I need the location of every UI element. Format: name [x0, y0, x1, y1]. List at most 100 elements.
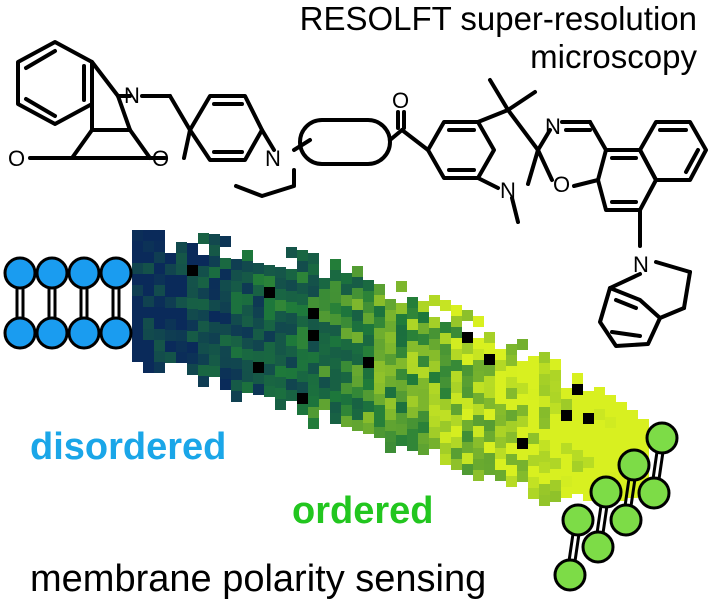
heatmap-pixel	[198, 365, 209, 376]
heatmap-pixel	[561, 487, 572, 498]
lipid-head	[553, 558, 587, 592]
heatmap-pixel	[143, 362, 154, 373]
heatmap-pixel	[363, 346, 374, 357]
heatmap-pixel	[429, 383, 440, 394]
heatmap-pixel	[385, 431, 396, 442]
heatmap-pixel	[132, 351, 143, 362]
heatmap-pixel	[165, 264, 176, 275]
lipid-head	[99, 316, 133, 350]
heatmap-pixel	[440, 355, 451, 366]
heatmap-pixel	[440, 388, 451, 399]
heatmap-pixel	[517, 394, 528, 405]
heatmap-pixel	[231, 259, 242, 270]
heatmap-pixel	[440, 377, 451, 388]
heatmap-pixel	[220, 335, 231, 346]
heatmap-pixel	[275, 344, 286, 355]
heatmap-pixel	[572, 406, 583, 417]
heatmap-pixel	[418, 433, 429, 444]
heatmap-pixel	[407, 440, 418, 451]
heatmap-pixel	[473, 415, 484, 426]
heatmap-pixel	[616, 424, 627, 435]
heatmap-pixel	[253, 318, 264, 329]
heatmap-pixel	[407, 330, 418, 341]
heatmap-pixel	[451, 327, 462, 338]
heatmap-pixel	[572, 373, 583, 384]
heatmap-pixel	[572, 472, 583, 483]
heatmap-pixel	[539, 462, 550, 473]
heatmap-pixel	[594, 409, 605, 420]
lipid-head	[617, 448, 651, 482]
chemical-structure	[16, 40, 708, 348]
heatmap-pixel	[363, 423, 374, 434]
heatmap-pixel	[484, 442, 495, 453]
heatmap-pixel	[165, 253, 176, 264]
heatmap-pixel	[616, 435, 627, 446]
heatmap-pixel	[528, 488, 539, 499]
heatmap-pixel	[319, 289, 330, 300]
heatmap-pixel	[407, 363, 418, 374]
heatmap-pixel	[583, 435, 594, 446]
heatmap-pixel	[605, 439, 616, 450]
heatmap-pixel	[539, 429, 550, 440]
heatmap-pixel	[330, 325, 341, 336]
heatmap-pixel	[330, 358, 341, 369]
heatmap-pixel	[539, 451, 550, 462]
heatmap-pixel	[583, 391, 594, 402]
lipid-head	[645, 421, 679, 455]
heatmap-pixel	[242, 261, 253, 272]
heatmap-pixel	[143, 318, 154, 329]
heatmap-pixel	[253, 329, 264, 340]
heatmap-pixel	[627, 410, 638, 421]
heatmap-pixel	[451, 459, 462, 470]
heatmap-pixel	[242, 349, 253, 360]
heatmap-pixel	[143, 241, 154, 252]
lipid-head	[589, 475, 623, 509]
heatmap-pixel	[561, 465, 572, 476]
heatmap-pixel	[308, 396, 319, 407]
atom-labels: N O O N O N N O N	[8, 83, 649, 277]
heatmap-pixel	[154, 285, 165, 296]
heatmap-pixel	[209, 267, 220, 278]
heatmap-pixel	[495, 371, 506, 382]
heatmap-pixel	[440, 344, 451, 355]
lipid-head	[67, 316, 101, 350]
heatmap-pixel	[308, 341, 319, 352]
heatmap-pixel	[220, 324, 231, 335]
heatmap-pixel	[418, 411, 429, 422]
heatmap-pixel	[473, 393, 484, 404]
heatmap-pixel	[308, 275, 319, 286]
heatmap-pixel	[275, 267, 286, 278]
heatmap-pixel	[132, 318, 143, 329]
heatmap-pixel	[264, 320, 275, 331]
heatmap-pixel	[451, 360, 462, 371]
heatmap-pixel	[209, 300, 220, 311]
heatmap-pixel	[462, 387, 473, 398]
heatmap-pixel	[220, 313, 231, 324]
heatmap-pixel	[473, 360, 484, 371]
heatmap-pixel	[462, 398, 473, 409]
heatmap-pixel	[231, 303, 242, 314]
heatmap-pixel	[264, 342, 275, 353]
heatmap-pixel	[407, 297, 418, 308]
lipid-pair	[99, 256, 133, 350]
heatmap-pixel	[385, 354, 396, 365]
heatmap-pixel	[418, 334, 429, 345]
heatmap-pixel	[143, 230, 154, 241]
heatmap-pixel	[440, 322, 451, 333]
heatmap-pixel	[385, 376, 396, 387]
heatmap-pixel	[374, 306, 385, 317]
heatmap-pixel	[407, 341, 418, 352]
heatmap-pixel	[132, 263, 143, 274]
heatmap-pixel	[374, 284, 385, 295]
heatmap-pixel	[198, 332, 209, 343]
heatmap-pixel	[187, 320, 198, 331]
heatmap-pixel	[374, 317, 385, 328]
heatmap-pixel	[396, 402, 407, 413]
heatmap-pixel	[231, 281, 242, 292]
disordered-label: disordered	[30, 426, 227, 468]
heatmap-pixel	[495, 426, 506, 437]
heatmap-pixel	[286, 280, 297, 291]
heatmap-pixel	[396, 413, 407, 424]
atom-label: O	[152, 146, 169, 171]
heatmap-pixel	[165, 297, 176, 308]
